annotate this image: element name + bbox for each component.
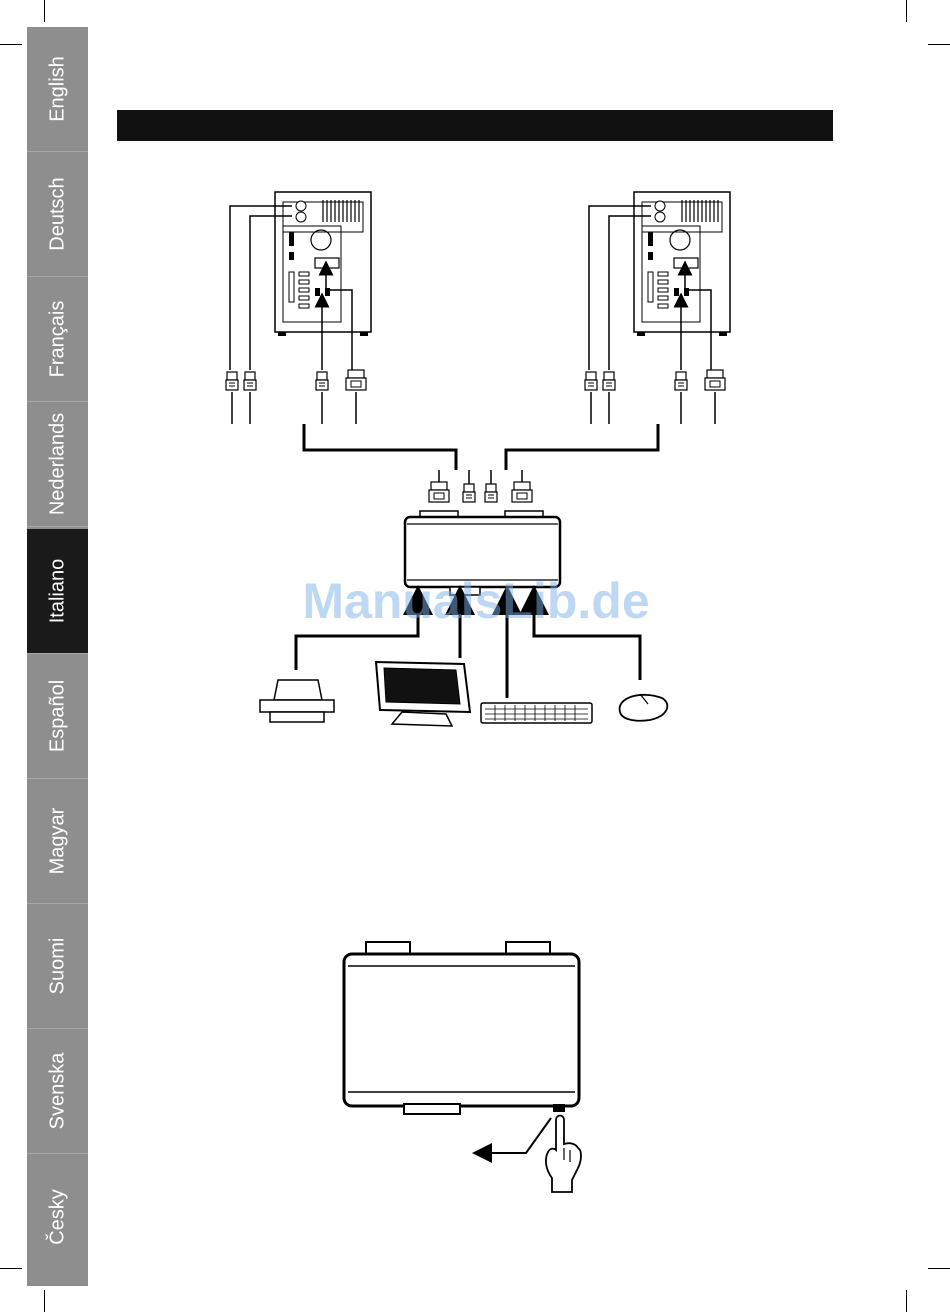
hand-pointer-icon — [546, 1116, 581, 1193]
switch-input-connectors — [429, 470, 532, 502]
computer-2-icon — [585, 192, 730, 424]
monitor-icon — [376, 662, 470, 726]
mouse-icon — [620, 694, 668, 721]
kvm-switch-front-icon — [344, 942, 579, 1114]
switch-button[interactable] — [553, 1104, 565, 1112]
cable-bundle-2 — [506, 424, 658, 470]
cable-bundle-1 — [304, 424, 456, 470]
printer-icon — [260, 680, 334, 722]
watermark-text: ManualsLib.de — [290, 572, 662, 630]
computer-1-icon — [226, 192, 371, 424]
keyboard-icon — [481, 703, 592, 723]
press-arrow — [482, 1118, 551, 1153]
